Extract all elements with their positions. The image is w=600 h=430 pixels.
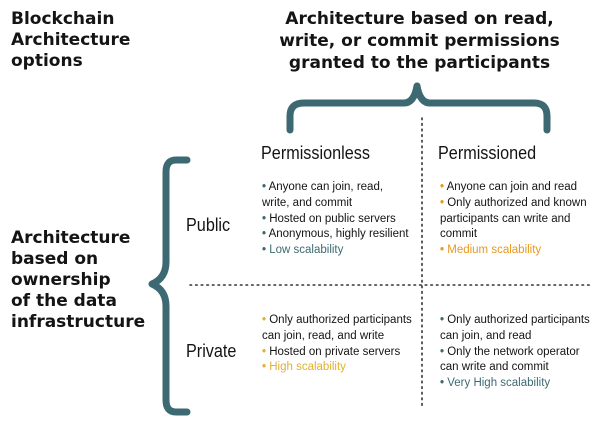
bullet: • <box>262 244 267 257</box>
cell-public-permissionless: • Anyone can join, read, write, and comm… <box>262 180 420 259</box>
bullet: • <box>262 228 267 241</box>
ownership-axis-title-line: Architecture <box>11 228 131 248</box>
item-text: Hosted on public servers <box>269 212 396 225</box>
left-brace <box>148 156 191 416</box>
row-header-public: Public <box>186 215 231 235</box>
list-item: • Anonymous, highly resilient <box>262 227 420 243</box>
item-text-continued: commit <box>440 228 478 241</box>
item-text: Only authorized participants <box>269 314 412 326</box>
bullet: • <box>440 377 445 390</box>
list-item: • Only the network operator <box>440 345 596 361</box>
list-item: • Very High scalability <box>440 376 596 392</box>
bullet: • <box>440 196 445 209</box>
row-header-private: Private <box>186 341 237 361</box>
scalability-label: Very High scalability <box>447 377 551 390</box>
permissions-axis-title-line: Architecture based on read, <box>285 9 554 29</box>
ownership-axis-title-line: ownership <box>11 270 111 290</box>
scalability-label: Medium scalability <box>447 244 542 257</box>
list-item: • Only authorized and known <box>440 196 596 212</box>
list-item: • High scalability <box>262 360 420 376</box>
list-item: • Hosted on private servers <box>262 345 420 361</box>
item-text-continued: write, and commit <box>262 196 353 209</box>
item-text-continued: can join, and read <box>440 329 532 342</box>
permissions-axis-title-line: write, or commit permissions <box>279 31 560 51</box>
column-header-permissioned: Permissioned <box>438 143 537 163</box>
list-item: • Anyone can join and read <box>440 180 596 196</box>
list-item: • Anyone can join, read, <box>262 180 420 196</box>
bullet: • <box>262 181 267 193</box>
ownership-axis-title: Architecture based on ownership of the d… <box>11 228 161 333</box>
bullet: • <box>440 181 445 193</box>
item-text: Hosted on private servers <box>269 345 401 358</box>
bullet: • <box>262 314 267 326</box>
list-item: • Low scalability <box>262 243 420 259</box>
bullet: • <box>262 345 267 358</box>
list-item: • Hosted on public servers <box>262 212 420 228</box>
cell-public-permissioned: • Anyone can join and read • Only author… <box>440 180 596 259</box>
ownership-axis-title-line: of the data <box>11 291 117 311</box>
item-text: Only authorized participants <box>447 314 590 326</box>
bullet: • <box>262 212 267 225</box>
scalability-label: High scalability <box>269 361 346 374</box>
permissions-axis-title: Architecture based on read, write, or co… <box>262 8 577 74</box>
list-item: • Medium scalability <box>440 243 596 259</box>
main-title-line: Blockchain <box>11 9 115 29</box>
item-text-continued: can join, read, and write <box>262 329 385 342</box>
bullet: • <box>440 244 445 257</box>
list-item: • Only authorized participants <box>262 313 420 329</box>
main-title-line: Architecture <box>11 30 131 50</box>
bullet: • <box>440 345 445 358</box>
main-title: Blockchain Architecture options <box>11 9 161 72</box>
bullet: • <box>440 314 445 326</box>
cell-private-permissioned: • Only authorized participants can join,… <box>440 313 596 392</box>
top-brace <box>286 82 551 134</box>
item-text: Only authorized and known <box>447 196 587 209</box>
item-text-continued: can write and commit <box>440 361 549 374</box>
scalability-label: Low scalability <box>269 244 344 257</box>
ownership-axis-title-line: infrastructure <box>11 312 146 332</box>
cell-private-permissionless: • Only authorized participants can join,… <box>262 313 420 376</box>
item-text: Anyone can join and read <box>446 181 578 193</box>
bullet: • <box>262 361 267 374</box>
column-header-permissionless: Permissionless <box>261 143 370 163</box>
permissions-axis-title-line: granted to the participants <box>288 53 551 73</box>
list-item: • Only authorized participants <box>440 313 596 329</box>
item-text-continued: participants can write and <box>440 212 571 225</box>
main-title-line: options <box>11 51 83 71</box>
item-text: Anonymous, highly resilient <box>268 228 409 241</box>
ownership-axis-title-line: based on <box>11 249 99 269</box>
item-text: Only the network operator <box>447 345 580 358</box>
item-text: Anyone can join, read, <box>268 181 384 193</box>
